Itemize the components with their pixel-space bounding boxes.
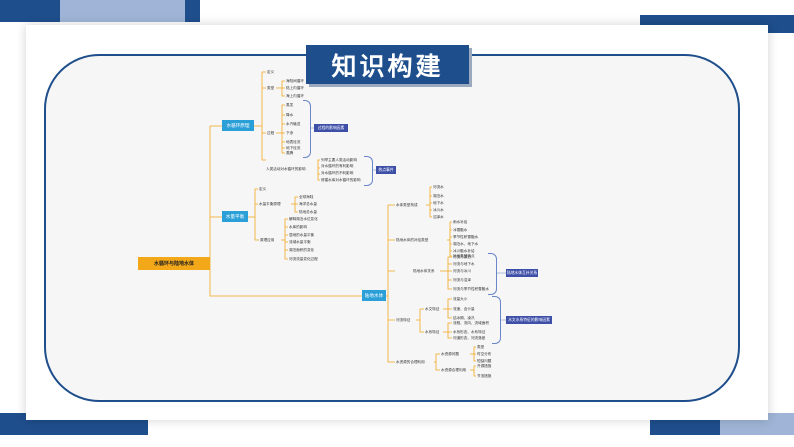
node-wb-app-6: 河流流量变化过程 [289,257,318,261]
node-wc-process-1: 蒸发 [286,103,294,107]
node-lw-problems-2: 时空分布 [477,352,492,356]
corner-top-left-light [60,0,185,22]
node-lw-system: 水系特征 [425,330,440,334]
node-lw-hydro-1: 流量大小 [453,297,468,301]
node-wb-principle: 水量平衡原理 [259,202,281,206]
node-wc-type-1: 海陆间循环 [286,79,304,83]
node-lw-comp-1: 河流水 [433,185,444,189]
node-lw-problems: 水资源问题 [441,352,459,356]
page-title: 知识构建 [331,51,444,81]
node-wb-application: 原理应用 [260,238,275,242]
node-lw-recharge-5: 冰川融水补给 [453,249,475,253]
node-lw-relation-1: 河流与湖泊 [453,255,471,259]
node-lw-hydro: 水文特征 [425,307,440,311]
node-water-cycle[interactable]: 水循环原理 [222,120,254,131]
node-lw-hydro-3: 结冰期、凌汛 [453,316,475,320]
node-lw-recharge-2: 冰雪融水 [453,228,468,232]
node-lw-system-2: 水系形态、水系特征 [453,330,486,334]
bracket-process [303,100,311,158]
tag-process-factors[interactable]: 过程的影响因素 [314,124,348,132]
node-lw-measures-1: 开源措施 [477,364,492,368]
node-lw-comp-4: 冰川水 [433,208,444,212]
title-banner: 知识构建 [306,45,469,84]
node-land-water[interactable]: 陆地水体 [362,290,386,301]
node-lw-relation-5: 河流与季节性积雪融水 [453,287,489,291]
node-wc-definition: 定义 [267,70,275,74]
node-water-balance[interactable]: 水量平衡 [222,211,248,222]
bracket-river [492,296,501,344]
node-wc-human: 人类活动对水循环的影响 [266,167,306,171]
node-lw-recharge-6: 补给类型特点 [453,254,475,258]
tag-river-factors[interactable]: 水文水系特征的影响因素 [506,316,552,324]
node-lw-river: 河流特征 [396,318,411,322]
node-lw-hydro-2: 流速、含沙量 [453,307,475,311]
node-wb-app-3: 湿地的水量平衡 [289,233,315,237]
node-lw-utilization: 水资源的合理利用 [396,360,425,364]
node-wb-app-5: 湖泊面积的变化 [289,248,315,252]
node-wc-human-3: 对水循环的不利影响 [321,171,354,175]
node-lw-relation-2: 河流与地下水 [453,262,475,266]
node-wc-process-2: 降水 [286,113,294,117]
node-lw-system-3: 河道形态、河流落差 [453,336,486,340]
node-wb-principle-2: 海洋总水量 [299,202,317,206]
node-lw-comp-5: 沼泽水 [433,215,444,219]
node-wc-human-4: 修建水库对水循环的影响 [321,178,361,182]
node-lw-recharge: 陆地水体的补给类型 [396,238,429,242]
node-wc-process-7: 蒸腾 [286,151,294,155]
bracket-relation [488,253,497,295]
node-wc-process: 过程 [267,131,275,135]
node-lw-comp-3: 地下水 [433,201,444,205]
node-lw-comp-2: 湖泊水 [433,194,444,198]
node-lw-problems-1: 类型 [477,345,485,349]
node-wb-principle-3: 陆地总水量 [299,210,317,214]
node-lw-recharge-3: 季节性积雪融水 [453,235,479,239]
node-wc-process-4: 下渗 [286,131,294,135]
node-wc-type-2: 陆上内循环 [286,86,304,90]
rounded-frame [44,54,740,402]
node-lw-relation-3: 河流与冰川 [453,269,471,273]
node-lw-measures: 水资源合理利用 [441,368,467,372]
root-node[interactable]: 水循环与陆地水体 [138,257,210,270]
node-lw-recharge-4: 湖泊水、地下水 [453,242,479,246]
node-lw-recharge-1: 雨水补给 [453,220,468,224]
node-wc-types: 类型 [267,86,275,90]
node-wc-process-5: 地表径流 [286,140,301,144]
tag-hot-events[interactable]: 热点事件 [376,166,396,174]
node-wb-app-2: 水库的影响 [289,225,307,229]
node-lw-problems-3: 短缺问题 [477,359,492,363]
node-wc-human-1: 列举主要人类活动影响 [321,158,357,162]
node-wb-app-4: 流域水量平衡 [289,240,311,244]
node-wb-app-1: 解释湖泊水位变化 [289,217,318,221]
bracket-human [364,156,373,186]
node-wb-definition: 定义 [259,187,267,191]
node-lw-measures-2: 节流措施 [477,374,492,378]
node-wc-process-3: 水汽输送 [286,122,301,126]
node-wc-type-3: 海上内循环 [286,94,304,98]
node-wc-process-6: 地下径流 [286,146,301,150]
tag-complement[interactable]: 陆地水体互补关系 [506,269,538,277]
node-lw-relation-4: 河流与沼泽 [453,278,471,282]
node-lw-composition: 水体类型构成 [396,203,418,207]
node-wc-human-2: 对水循环的有利影响 [321,164,354,168]
node-wb-principle-1: 全球海陆 [299,195,314,199]
node-lw-system-1: 流程、流向、流域面积 [453,321,489,325]
node-lw-relation: 陆地水体关系 [413,269,435,273]
